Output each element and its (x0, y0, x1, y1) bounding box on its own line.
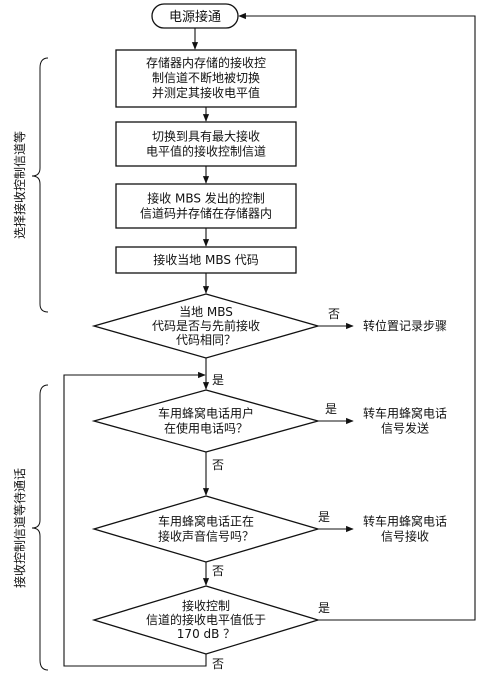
step3-line-2: 信道码并存储在存储器内 (140, 206, 272, 221)
out1-line-1: 转位置记录步骤 (363, 318, 447, 333)
dec2-line-2: 在使用电话吗？ (164, 421, 248, 436)
outcome-location-registration: 转位置记录步骤 (363, 318, 447, 333)
step-3-box (115, 183, 297, 229)
dec4-line-2: 信道的接收电平值低于 (146, 612, 266, 627)
dec3-yes-label: 是 (318, 510, 330, 524)
step-1-box (115, 49, 297, 108)
dec3-line-1: 车用蜂窝电话正在 (158, 514, 254, 529)
dec1-line-3: 代码相同？ (176, 333, 236, 347)
dec2-yes-label: 是 (325, 402, 337, 416)
dec3-no-label: 否 (212, 564, 224, 578)
step2-line-2: 电平值的接收控制信道 (146, 144, 266, 159)
decision-2-text: 车用蜂窝电话用户在使用电话吗？ (158, 406, 254, 436)
phase-1-brace (31, 57, 49, 313)
out2-line-2: 信号发送 (381, 421, 429, 436)
out3-line-2: 信号接收 (381, 529, 429, 544)
step-3-text: 接收 MBS 发出的控制信道码并存储在存储器内 (140, 191, 272, 221)
dec2-line-1: 车用蜂窝电话用户 (158, 406, 254, 421)
step2-line-1: 切换到具有最大接收 (152, 129, 260, 144)
out2-line-1: 转车用蜂窝电话 (363, 406, 447, 421)
step1-line-3: 并测定其接收电平值 (152, 85, 260, 100)
dec1-yes-label: 是 (212, 373, 224, 387)
step3-line-1: 接收 MBS 发出的控制 (147, 191, 265, 206)
decision-3-text: 车用蜂窝电话正在接收声音信号吗？ (158, 514, 254, 544)
dec4-no-label: 否 (212, 657, 224, 671)
outcome-signal-send: 转车用蜂窝电话信号发送 (363, 406, 447, 436)
start-label: 电源接通 (169, 9, 221, 25)
dec1-line-2: 代码是否与先前接收 (152, 318, 260, 333)
dec3-line-2: 接收声音信号吗？ (158, 529, 254, 544)
step-2-text: 切换到具有最大接收电平值的接收控制信道 (146, 129, 266, 159)
step-1-text: 存储器内存储的接收控制信道不断地被切换并测定其接收电平值 (146, 55, 266, 100)
step4-line-1: 接收当地 MBS 代码 (153, 252, 259, 267)
phase-2-label: 接收控制信道等待通话 (12, 468, 27, 588)
dec1-line-1: 当地 MBS (179, 305, 233, 319)
step-2-box (115, 121, 297, 167)
dec4-line-3: 170 dB ？ (177, 627, 235, 641)
arrow-dec4-yes-loop (238, 12, 476, 621)
phase-2-brace (31, 384, 49, 671)
step-4-box (115, 246, 297, 274)
dec2-no-label: 否 (212, 458, 224, 472)
dec1-no-label: 否 (328, 307, 340, 321)
step-4-text: 接收当地 MBS 代码 (153, 252, 259, 267)
dec4-yes-label: 是 (318, 601, 330, 615)
outcome-signal-receive: 转车用蜂窝电话信号接收 (363, 514, 447, 544)
out3-line-1: 转车用蜂窝电话 (363, 514, 447, 529)
step1-line-2: 制信道不断地被切换 (152, 70, 260, 85)
arrow-dec4-no-loop (63, 371, 207, 667)
step1-line-1: 存储器内存储的接收控 (146, 55, 266, 70)
phase-1-label: 选择接收控制信道等 (12, 131, 27, 239)
dec4-line-1: 接收控制 (182, 598, 230, 613)
